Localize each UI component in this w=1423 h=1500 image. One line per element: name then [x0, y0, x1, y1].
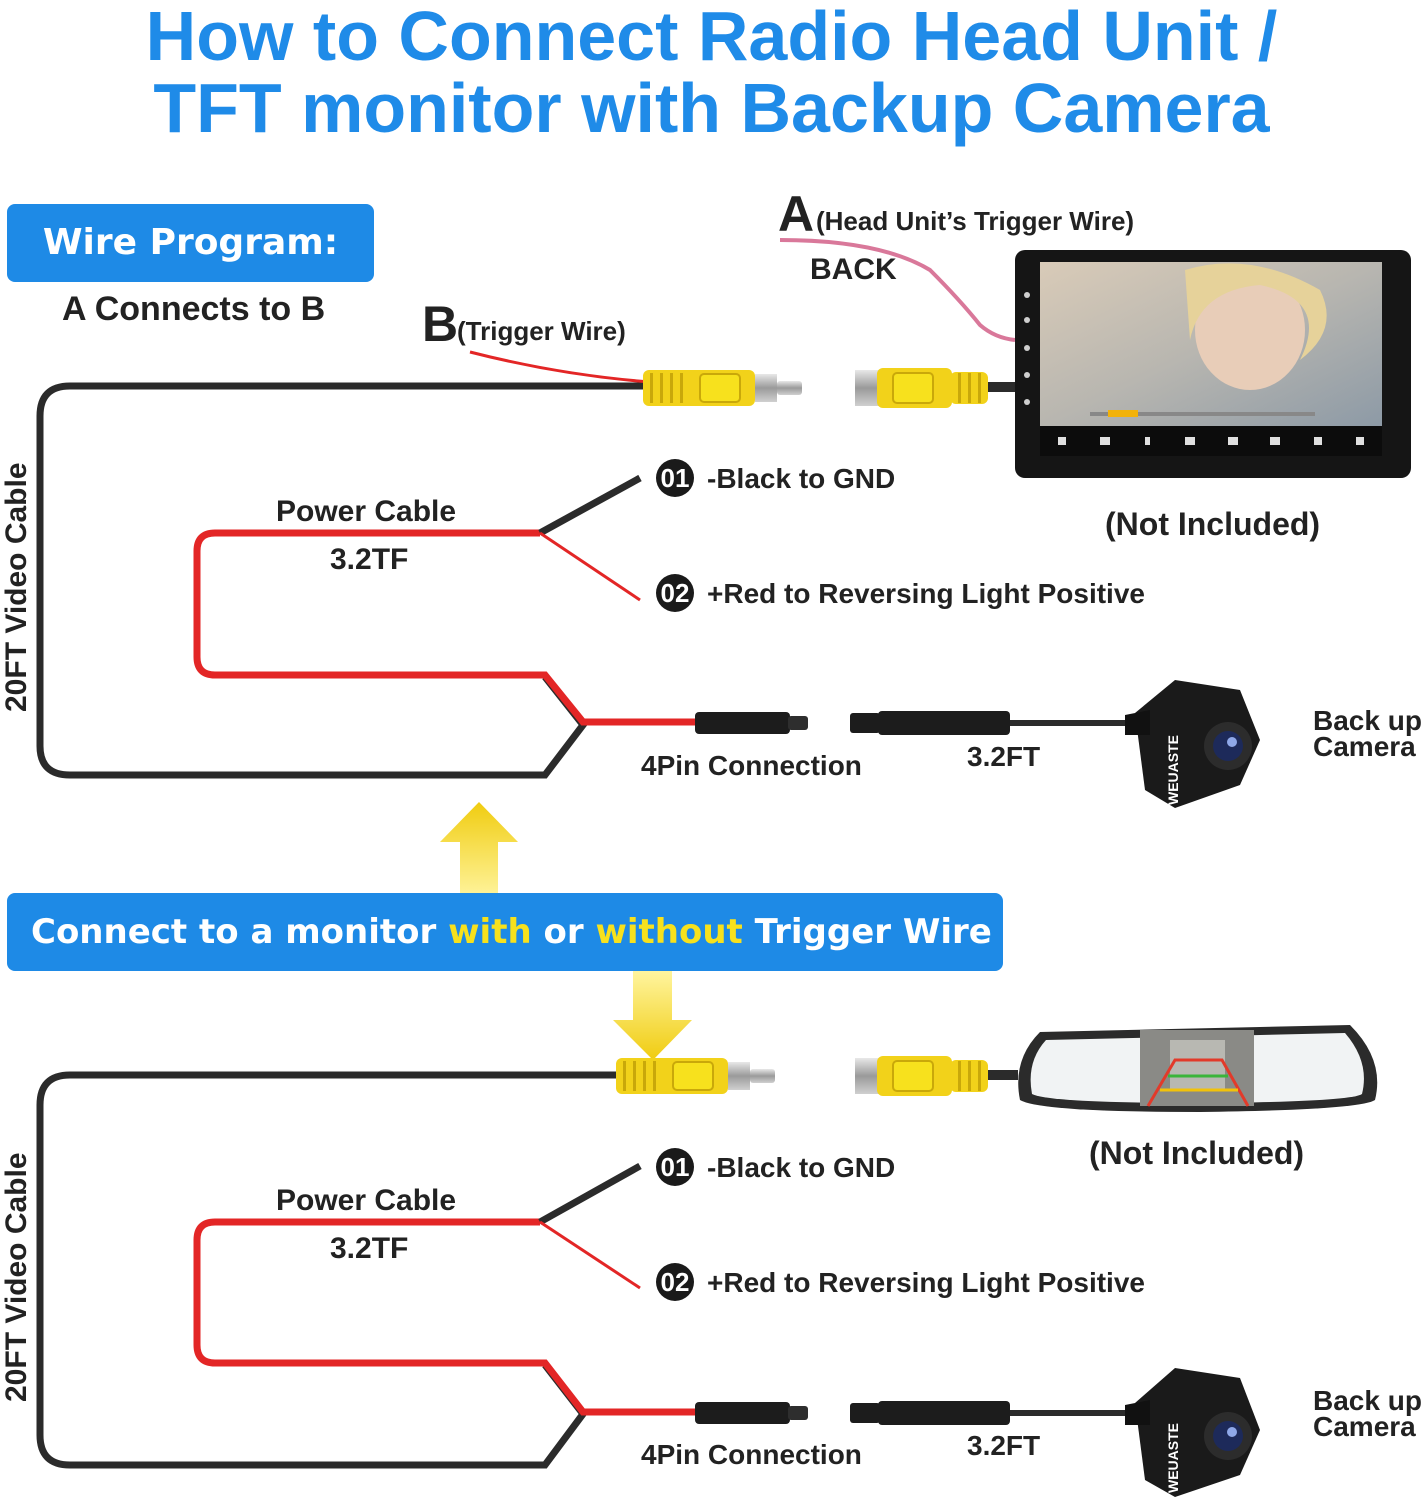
top-video-cable [36, 382, 650, 779]
top-power-cable [193, 529, 700, 726]
top-4pin-connector-left [695, 712, 808, 734]
bottom-4pin-connector-left [695, 1402, 808, 1424]
connect-banner-without: without [595, 912, 743, 952]
bottom-backup-camera-label: Back up Camera [1313, 1385, 1422, 1442]
bottom-rca-male-plug [616, 1058, 775, 1094]
top-camera-brand: WEUASTE [1165, 735, 1181, 805]
top-black-gnd: -Black to GND [707, 463, 896, 494]
connect-banner-with: with [448, 912, 532, 952]
top-video-cable-label: 20FT Video Cable [0, 462, 33, 712]
label-b-text: (Trigger Wire) [457, 316, 626, 346]
top-red-lead [539, 531, 641, 602]
connect-banner-part3: or [531, 912, 596, 952]
up-arrow-icon [440, 802, 518, 900]
top-backup-camera-label-line1: Back up [1313, 705, 1422, 736]
top-backup-camera [1125, 680, 1260, 808]
bottom-backup-camera-label-line1: Back up [1313, 1385, 1422, 1416]
top-4pin-connector-right [850, 711, 1135, 735]
top-step-02-badge: 02 [656, 574, 694, 612]
title-line-2: TFT monitor with Backup Camera [153, 69, 1270, 147]
bottom-power-length: 3.2TF [330, 1232, 409, 1265]
bottom-red-positive: +Red to Reversing Light Positive [707, 1267, 1145, 1298]
bottom-backup-camera-label-line2: Camera [1313, 1411, 1416, 1442]
bottom-not-included: (Not Included) [1089, 1135, 1305, 1171]
down-arrow-icon [613, 970, 692, 1060]
label-a-letter: A [778, 186, 815, 242]
bottom-video-cable-label: 20FT Video Cable [0, 1152, 33, 1402]
top-power-cable-label: Power Cable [276, 495, 457, 528]
connect-banner: Connect to a monitor with or without Tri… [7, 893, 1003, 971]
bottom-camera-length: 3.2FT [967, 1430, 1041, 1461]
bottom-black-lead [538, 1162, 642, 1226]
top-backup-camera-label-line2: Camera [1313, 731, 1416, 762]
bottom-video-cable [36, 1071, 625, 1469]
bottom-step-02-badge: 02 [656, 1263, 694, 1301]
top-rca-male-plug [643, 370, 802, 406]
bottom-step-01-badge: 01 [656, 1148, 694, 1186]
top-power-length: 3.2TF [330, 543, 409, 576]
top-trigger-wire-b [469, 350, 651, 384]
top-step-01-badge: 01 [656, 459, 694, 497]
bottom-camera-brand: WEUASTE [1165, 1423, 1181, 1493]
bottom-4pin-label: 4Pin Connection [641, 1439, 862, 1470]
label-a-text: (Head Unit’s Trigger Wire) [816, 206, 1135, 236]
bottom-4pin-connector-right [850, 1401, 1135, 1425]
bottom-red-lead [539, 1220, 641, 1290]
bottom-rca-female-plug [855, 1056, 1018, 1096]
title-line-1: How to Connect Radio Head Unit / [145, 0, 1278, 75]
wire-program-subtitle: A Connects to B [62, 290, 326, 328]
top-not-included: (Not Included) [1105, 506, 1321, 542]
connect-banner-part1: Connect to a monitor [31, 912, 449, 952]
bottom-power-cable-label: Power Cable [276, 1184, 457, 1217]
mirror-monitor [1018, 1025, 1378, 1112]
bottom-backup-camera [1125, 1368, 1260, 1497]
top-trigger-wire-a [779, 238, 1016, 342]
top-backup-camera-label: Back up Camera [1313, 705, 1422, 762]
top-red-positive: +Red to Reversing Light Positive [707, 578, 1145, 609]
bottom-power-cable [193, 1218, 700, 1416]
bottom-black-gnd: -Black to GND [707, 1152, 896, 1183]
head-unit-monitor [1015, 250, 1411, 478]
wire-program-badge: Wire Program: [7, 204, 374, 282]
connect-banner-part5: Trigger Wire [742, 912, 992, 952]
top-camera-length: 3.2FT [967, 741, 1041, 772]
label-back: BACK [810, 253, 897, 286]
top-4pin-label: 4Pin Connection [641, 750, 862, 781]
top-rca-female-plug [855, 368, 1018, 408]
label-b-letter: B [422, 296, 459, 352]
top-black-lead [538, 474, 642, 537]
